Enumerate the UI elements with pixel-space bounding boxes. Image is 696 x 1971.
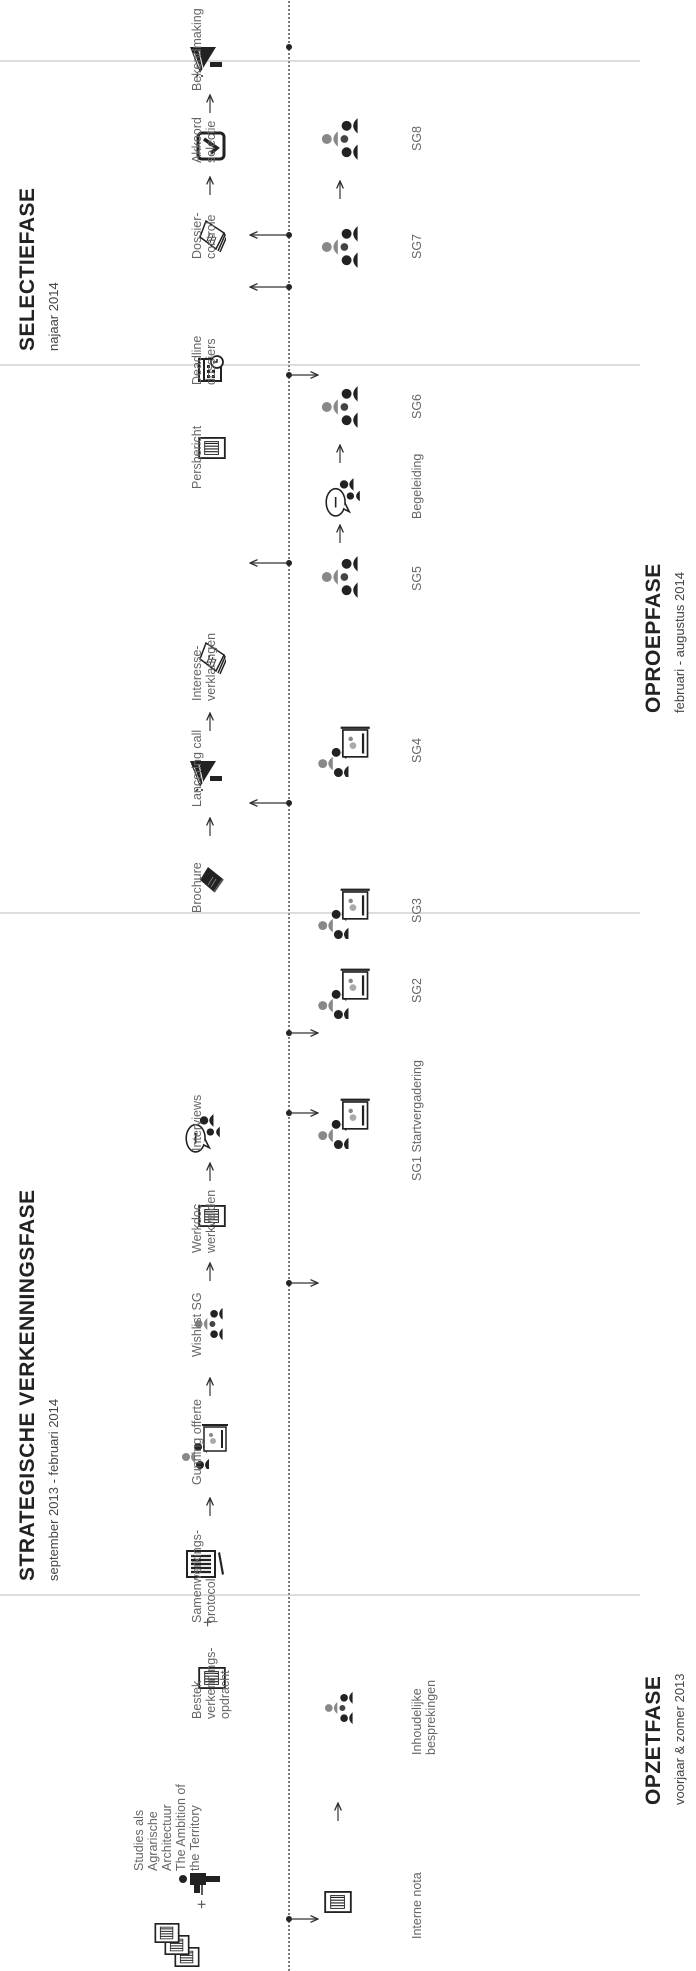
arrow-right <box>205 1376 215 1396</box>
phase-title-strategisch: STRATEGISCHE VERKENNINGSFASE <box>16 1189 39 1581</box>
presentation-board-icon <box>317 726 371 777</box>
label-dossiercontrole: Dossier- controle <box>190 212 218 259</box>
label-sg1: SG1 Startvergadering <box>410 1060 424 1181</box>
arrow-right <box>335 179 345 199</box>
label-begeleiding: Begeleiding <box>410 453 424 519</box>
label-gunning-offerte: Gunning offerte <box>190 1399 204 1485</box>
plus-sign-1: + <box>194 1899 211 1909</box>
label-sg4: SG4 <box>410 737 424 763</box>
label-sg5: SG5 <box>410 565 424 591</box>
label-samenwerkingsprotocol: Samenwerkings- protocol <box>190 1529 218 1623</box>
label-sg2: SG2 <box>410 977 424 1003</box>
arrow-right <box>205 711 215 731</box>
presentation-board-icon <box>317 1098 371 1149</box>
arrow-right <box>205 1161 215 1181</box>
meeting-group-icon <box>324 1691 353 1725</box>
presentation-board-icon <box>181 1424 229 1469</box>
label-werkdoc: Werkdoc werkvelden <box>190 1189 218 1253</box>
presentation-board-icon <box>317 888 371 939</box>
label-brochure: Brochure <box>190 862 204 913</box>
label-sg6: SG6 <box>410 393 424 419</box>
document-icon <box>324 1891 352 1913</box>
label-persbericht: Persbericht <box>190 425 204 489</box>
phase-title-oproep: OPROEPFASE <box>642 563 665 713</box>
label-wishlist-sg: Wishlist SG <box>190 1292 204 1357</box>
phase-period-oproep: februari - augustus 2014 <box>672 572 687 713</box>
label-lancering-call: Lancering call <box>190 729 204 807</box>
meeting-group-icon <box>321 118 358 160</box>
label-inhoudelijke: Inhoudelijke besprekingen <box>410 1679 438 1755</box>
label-bestek: Bestek verkennings- opdracht <box>190 1647 232 1719</box>
label-akkoord: Akkoord selectie <box>190 117 218 163</box>
label-sg7: SG7 <box>410 233 424 259</box>
phase-period-selectie: najaar 2014 <box>46 282 61 351</box>
meeting-group-icon <box>321 386 358 428</box>
arrow-right <box>205 816 215 836</box>
arrow-right <box>205 175 215 195</box>
arrow-right <box>335 523 345 543</box>
label-interviews: Interviews <box>190 1094 204 1151</box>
interview-icon <box>325 477 361 517</box>
arrow-right <box>205 93 215 113</box>
label-interne-nota: Interne nota <box>410 1872 424 1939</box>
arrow-right <box>333 1801 343 1821</box>
label-sg8: SG8 <box>410 125 424 151</box>
arrow-right <box>335 443 345 463</box>
meeting-group-icon <box>321 556 358 598</box>
document-stack-icon <box>154 1923 200 1967</box>
presentation-board-icon <box>317 968 371 1019</box>
phase-title-opzet: OPZETFASE <box>642 1675 665 1805</box>
label-studies: Studies als Agrarische Architectuur The … <box>132 1784 202 1871</box>
label-deadline: Deadline dossiers <box>190 335 218 385</box>
label-sg3: SG3 <box>410 897 424 923</box>
label-bekendmaking: Bekendmaking <box>190 8 204 91</box>
label-interesse: Interesse- verklaringen <box>190 632 218 701</box>
phase-period-opzet: voorjaar & zomer 2013 <box>672 1673 687 1805</box>
phase-period-strategisch: september 2013 - februari 2014 <box>46 1398 61 1581</box>
arrow-right <box>205 1496 215 1516</box>
phase-title-selectie: SELECTIEFASE <box>16 187 39 351</box>
arrow-right <box>205 1261 215 1281</box>
meeting-group-icon <box>321 226 358 268</box>
